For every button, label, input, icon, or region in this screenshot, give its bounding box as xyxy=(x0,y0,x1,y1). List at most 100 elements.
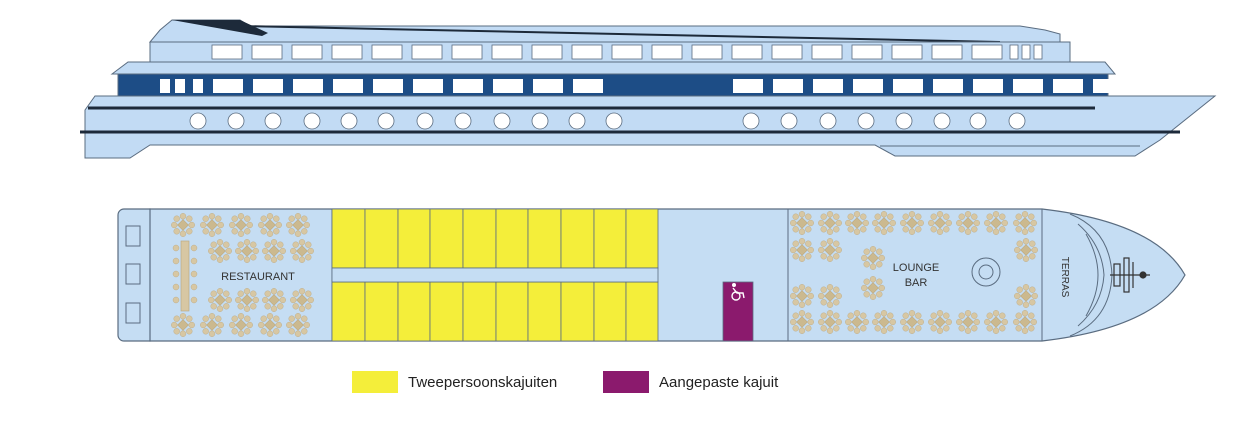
porthole xyxy=(933,112,951,130)
porthole xyxy=(227,112,245,130)
upper-window xyxy=(971,44,1003,60)
twin-cabin xyxy=(560,208,595,269)
twin-cabin xyxy=(593,208,627,269)
middle-window xyxy=(1053,79,1083,93)
accessible-cabin xyxy=(722,281,754,342)
funnel-stripe xyxy=(172,20,268,36)
twin-cabin xyxy=(625,281,659,342)
lounge-table xyxy=(790,238,814,262)
lounge-table xyxy=(1013,211,1037,235)
banquet-chair xyxy=(172,283,180,291)
middle-window xyxy=(333,79,363,93)
upper-window xyxy=(451,44,483,60)
restaurant-table xyxy=(235,239,259,263)
banquet-chair xyxy=(172,257,180,265)
porthole xyxy=(895,112,913,130)
lounge-table xyxy=(861,246,885,270)
banquet-chair xyxy=(190,244,198,252)
restaurant-table xyxy=(286,213,310,237)
lounge-table xyxy=(900,211,924,235)
restaurant-table xyxy=(286,313,310,337)
middle-window xyxy=(573,79,603,93)
porthole xyxy=(189,112,207,130)
legend-item-accessible-cabin: Aangepaste kajuit xyxy=(603,370,778,394)
twin-cabin xyxy=(331,208,366,269)
banquet-chair xyxy=(190,283,198,291)
legend-swatch-twin xyxy=(352,371,398,393)
twin-cabin xyxy=(397,208,431,269)
upper-window xyxy=(811,44,843,60)
lounge-table xyxy=(1014,238,1038,262)
lounge-table xyxy=(928,211,952,235)
restaurant-table xyxy=(235,288,259,312)
upper-window xyxy=(611,44,643,60)
porthole xyxy=(819,112,837,130)
upper-window xyxy=(491,44,523,60)
middle-window xyxy=(973,79,1003,93)
porthole xyxy=(857,112,875,130)
porthole xyxy=(531,112,549,130)
upper-window xyxy=(891,44,923,60)
middle-window xyxy=(1093,79,1123,93)
twin-cabin xyxy=(462,281,497,342)
lounge-table xyxy=(861,276,885,300)
twin-cabin xyxy=(429,281,464,342)
middle-window xyxy=(175,79,185,93)
legend-item-twin-cabin: Tweepersoonskajuiten xyxy=(352,370,557,394)
upper-window xyxy=(331,44,363,60)
lounge-table xyxy=(845,211,869,235)
legend-label-twin: Tweepersoonskajuiten xyxy=(408,373,558,391)
porthole xyxy=(340,112,358,130)
twin-cabin xyxy=(364,281,399,342)
ship-side-view xyxy=(80,19,1217,159)
upper-window xyxy=(371,44,403,60)
lounge-table xyxy=(984,310,1008,334)
twin-cabin xyxy=(495,281,529,342)
twin-cabin xyxy=(527,281,562,342)
upper-window xyxy=(251,44,283,60)
legend-label-accessible: Aangepaste kajuit xyxy=(659,373,779,391)
banquet-chair xyxy=(172,270,180,278)
restaurant-table xyxy=(229,313,253,337)
lounge-table xyxy=(818,284,842,308)
lounge-table xyxy=(900,310,924,334)
lounge-table xyxy=(956,211,980,235)
restaurant-table xyxy=(262,288,286,312)
upper-window xyxy=(691,44,723,60)
wheelchair-icon xyxy=(731,283,745,301)
lounge-table xyxy=(956,310,980,334)
twin-cabin xyxy=(429,208,464,269)
porthole xyxy=(303,112,321,130)
banquet-chair xyxy=(172,244,180,252)
restaurant-table xyxy=(171,313,195,337)
porthole xyxy=(416,112,434,130)
twin-cabin xyxy=(331,281,366,342)
upper-window xyxy=(851,44,883,60)
upper-window xyxy=(211,44,243,60)
restaurant-table xyxy=(258,313,282,337)
banquet-table xyxy=(180,240,190,312)
upper-window xyxy=(651,44,683,60)
middle-window xyxy=(533,79,563,93)
banquet-chair xyxy=(190,270,198,278)
porthole xyxy=(493,112,511,130)
upper-window xyxy=(571,44,603,60)
restaurant-table xyxy=(258,213,282,237)
porthole xyxy=(605,112,623,130)
banquet-chair xyxy=(190,296,198,304)
banquet-chair xyxy=(172,296,180,304)
lounge-table xyxy=(790,211,814,235)
middle-window xyxy=(193,79,203,93)
lounge-table xyxy=(845,310,869,334)
lounge-table xyxy=(818,310,842,334)
middle-window xyxy=(853,79,883,93)
twin-cabin xyxy=(397,281,431,342)
twin-cabin xyxy=(625,208,659,269)
twin-cabin xyxy=(462,208,497,269)
upper-window xyxy=(411,44,443,60)
restaurant-table xyxy=(200,213,224,237)
restaurant-table xyxy=(208,239,232,263)
twin-cabin xyxy=(593,281,627,342)
middle-window xyxy=(160,79,170,93)
